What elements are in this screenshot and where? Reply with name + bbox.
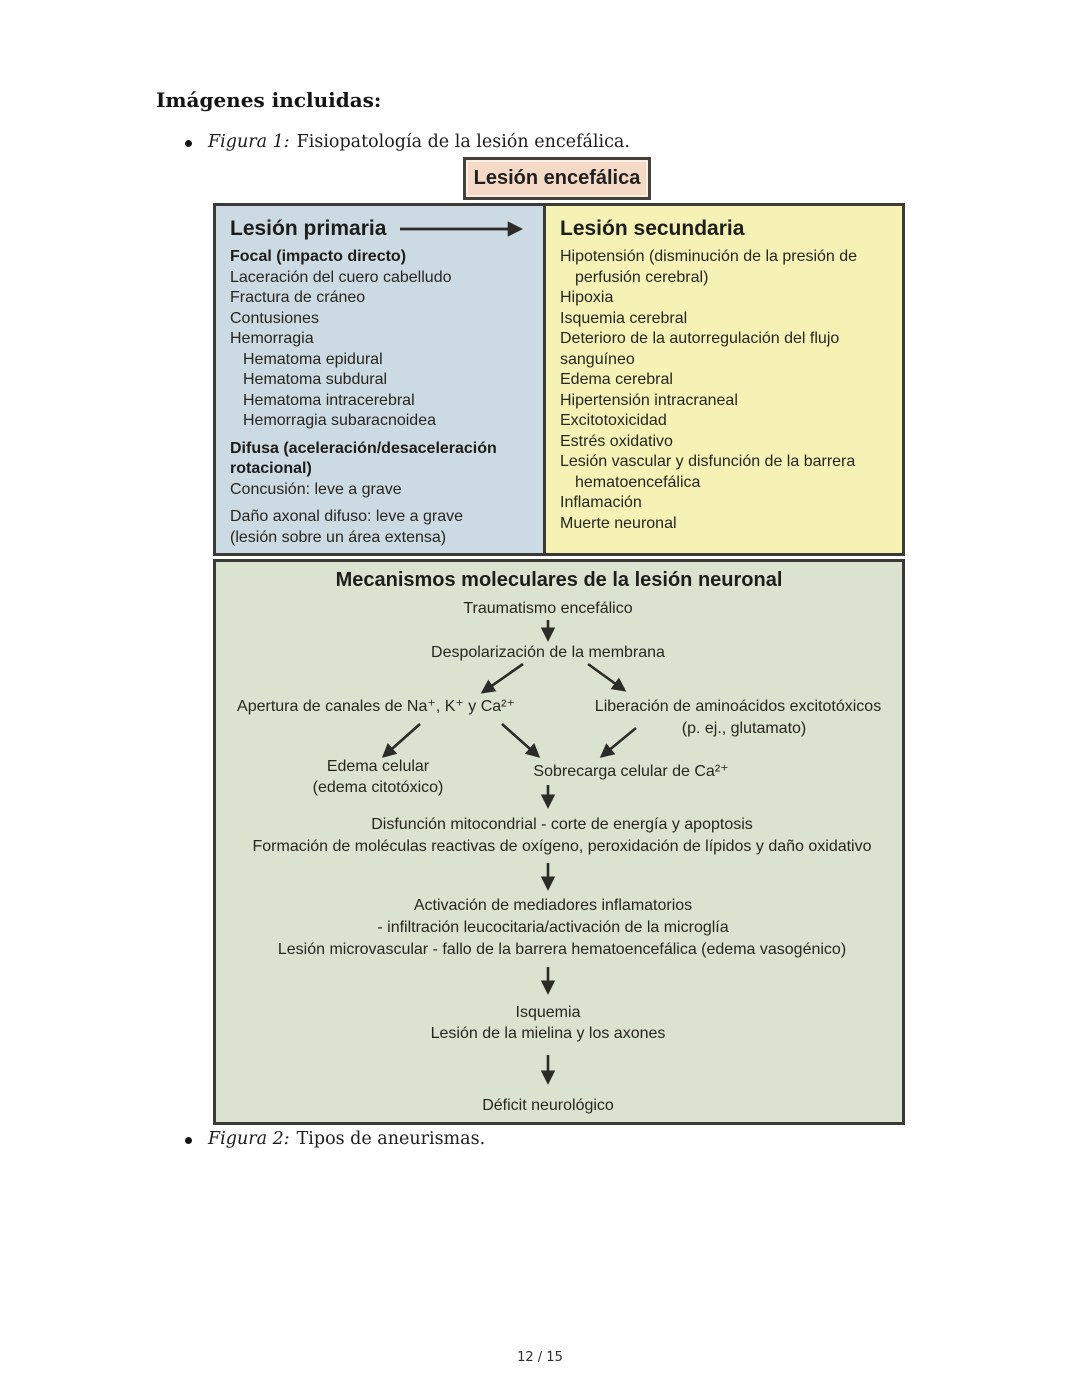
secondary-line: sanguíneo (560, 350, 635, 368)
bullet-icon (185, 140, 192, 147)
arrow-down-icon (540, 967, 556, 995)
primary-line: Laceración del cuero cabelludo (230, 268, 452, 286)
primary-line: Hemorragia subaracnoidea (243, 412, 436, 429)
flow-node-edema-cito: (edema citotóxico) (312, 779, 444, 796)
arrow-down-left-icon (480, 662, 524, 694)
primary-line: Hematoma subdural (243, 371, 388, 388)
arrow-down-right-icon (501, 723, 541, 758)
secondary-line: Hipertensión intracraneal (560, 391, 738, 409)
flow-node-liberacion: Liberación de aminoácidos excitotóxicos (594, 698, 882, 715)
lesion-encefalica-box: Lesión encefálica (463, 157, 651, 200)
secondary-line: Deterioro de la autorregulación del fluj… (560, 330, 840, 347)
primary-line: Hematoma intracerebral (243, 391, 415, 409)
primary-line: Focal (impacto directo) (230, 248, 407, 265)
figure-1-diagram: Lesión encefálica Lesión primaria Focal … (213, 157, 905, 1125)
arrow-down-icon (540, 620, 556, 642)
flow-node-sobrecarga: Sobrecarga celular de Ca²⁺ (533, 763, 729, 780)
flow-node-infiltracion: - infiltración leucocitaria/activación d… (377, 919, 729, 936)
flow-node-trauma: Traumatismo encefálico (463, 600, 633, 617)
figure1-caption: Fisiopatología de la lesión encefálica. (296, 132, 630, 152)
flow-node-disfuncion: Disfunción mitocondrial - corte de energ… (371, 816, 753, 833)
primary-line: Contusiones (230, 309, 319, 327)
secondary-line: Estrés oxidativo (560, 432, 673, 450)
flow-node-formacion: Formación de moléculas reactivas de oxíg… (252, 838, 872, 855)
primary-title: Lesión primaria (230, 217, 387, 240)
arrow-down-icon (540, 1055, 556, 1085)
figure2-caption: Tipos de aneurismas. (296, 1129, 486, 1149)
injury-columns: Lesión primaria Focal (impacto directo) … (213, 203, 905, 556)
primary-line: Difusa (aceleración/desaceleración (230, 439, 497, 457)
secondary-title: Lesión secundaria (560, 217, 745, 240)
secondary-line: perfusión cerebral) (575, 268, 709, 286)
page-number: 12 / 15 (517, 1350, 563, 1365)
arrow-down-right-icon (587, 662, 627, 692)
figure1-label: Figura 1: (208, 132, 290, 152)
figure2-label: Figura 2: (208, 1129, 290, 1149)
secondary-line: Excitotoxicidad (560, 412, 667, 429)
arrow-down-left-icon (599, 726, 637, 758)
primary-line: Hematoma epidural (243, 350, 383, 368)
secondary-line: hematoencefálica (575, 473, 701, 491)
primary-line: Concusión: leve a grave (230, 480, 402, 498)
flow-node-isquemia: Isquemia (515, 1004, 581, 1021)
secondary-injury-box: Lesión secundaria Hipotensión (disminuci… (546, 206, 902, 553)
right-arrow-icon (400, 221, 524, 237)
mechanisms-title: Mecanismos moleculares de la lesión neur… (335, 569, 783, 591)
arrow-down-icon (540, 863, 556, 891)
primary-line: Hemorragia (230, 330, 314, 347)
secondary-line: Lesión vascular y disfunción de la barre… (560, 453, 856, 470)
figures-list-item-1: Figura 1: Fisiopatología de la lesión en… (185, 132, 630, 152)
secondary-line: Edema cerebral (560, 371, 673, 388)
lesion-encefalica-label: Lesión encefálica (473, 167, 641, 189)
arrow-down-icon (540, 785, 556, 809)
arrow-down-left-icon (381, 723, 421, 758)
molecular-mechanisms-box: Mecanismos moleculares de la lesión neur… (213, 559, 905, 1125)
secondary-line: Hipotensión (disminución de la presión d… (560, 248, 858, 265)
figures-list-item-2: Figura 2: Tipos de aneurismas. (185, 1129, 485, 1149)
secondary-line: Isquemia cerebral (560, 309, 688, 327)
flow-node-deficit: Déficit neurológico (482, 1097, 614, 1114)
primary-line: rotacional) (230, 460, 312, 477)
flow-node-activacion: Activación de mediadores inflamatorios (413, 897, 693, 914)
flow-node-despolarizacion: Despolarización de la membrana (431, 644, 665, 661)
flow-node-glutamato: (p. ej., glutamato) (681, 720, 807, 737)
secondary-line: Muerte neuronal (560, 514, 677, 532)
flow-node-mielina: Lesión de la mielina y los axones (430, 1025, 666, 1042)
flow-node-edema: Edema celular (326, 758, 430, 775)
secondary-line: Inflamación (560, 494, 642, 511)
primary-line: Fractura de cráneo (230, 289, 366, 306)
primary-injury-box: Lesión primaria Focal (impacto directo) … (216, 206, 546, 553)
flow-node-apertura: Apertura de canales de Na⁺, K⁺ y Ca²⁺ (237, 698, 515, 715)
primary-line: (lesión sobre un área extensa) (230, 528, 447, 546)
secondary-line: Hipoxia (560, 289, 614, 306)
flow-node-lesion-microvascular: Lesión microvascular - fallo de la barre… (277, 941, 847, 958)
page-title: Imágenes incluidas: (156, 88, 382, 112)
primary-line: Daño axonal difuso: leve a grave (230, 508, 464, 525)
bullet-icon (185, 1137, 192, 1144)
